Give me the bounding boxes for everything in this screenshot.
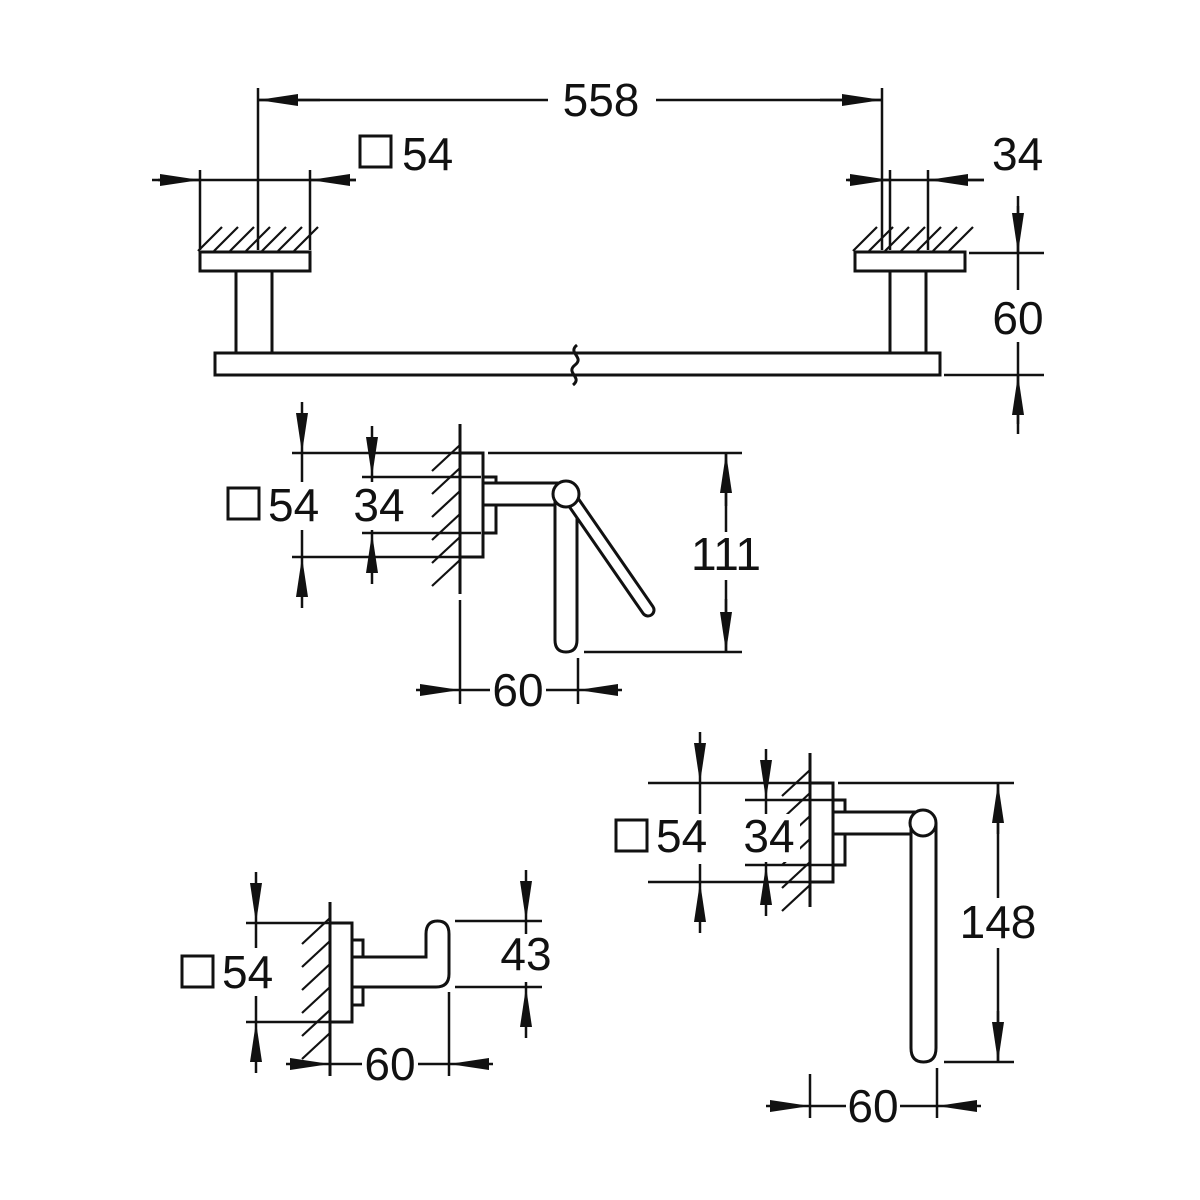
- towel-bar-view: 558 54 34 60: [152, 74, 1044, 434]
- wall-hatch: [301, 917, 331, 1060]
- paper-flap-fill: [567, 495, 653, 615]
- paper-holder-view: 54 34 111 60: [226, 402, 776, 716]
- dim-plate-54: 54: [226, 402, 460, 608]
- dim-label-paper-holder-height: 111: [691, 528, 761, 580]
- dim-height-111: 111: [488, 451, 776, 654]
- dim-558: 558: [256, 74, 884, 250]
- escutcheon-plate: [808, 781, 835, 884]
- pivot-circle: [908, 808, 938, 838]
- dim-label-robe-hook-plate: 54: [222, 946, 273, 998]
- break-mark: [570, 343, 580, 387]
- dim-label-towel-bar-length: 558: [563, 74, 640, 126]
- dim-label-robe-hook-projection: 60: [364, 1038, 415, 1090]
- towel-ring-view: 54 34 148 60: [614, 732, 1046, 1132]
- ring-loop-bar: [909, 823, 938, 1064]
- dim-label-towel-ring-height: 148: [960, 896, 1037, 948]
- mount-post-left: [234, 269, 274, 355]
- mount-plate-left: [198, 250, 312, 273]
- holder-arm: [481, 481, 560, 507]
- square-symbol-icon: [180, 954, 215, 989]
- dim-rose-34: 34: [738, 749, 833, 916]
- dim-projection-60: 60: [766, 1068, 981, 1132]
- dim-label-towel-ring-rose: 34: [743, 810, 794, 862]
- roll-holder-bar: [553, 494, 579, 654]
- dim-label-robe-hook-height: 43: [500, 928, 551, 980]
- dim-rose-34: 34: [846, 128, 1043, 250]
- dim-height-148: 148: [838, 781, 1046, 1064]
- square-symbol-icon: [614, 818, 649, 853]
- dim-label-towel-ring-projection: 60: [847, 1080, 898, 1132]
- dim-plate-54: 54: [152, 128, 453, 250]
- dim-label-towel-bar-plate: 54: [402, 128, 453, 180]
- escutcheon-plate: [328, 921, 354, 1024]
- dim-projection-60: 60: [416, 600, 622, 716]
- dim-label-towel-bar-drop: 60: [992, 292, 1043, 344]
- wall-hatch: [431, 444, 461, 587]
- wall-hatch-right: [852, 226, 974, 252]
- dim-drop-60: 60: [944, 196, 1044, 434]
- square-symbol-icon: [358, 134, 393, 169]
- dim-label-towel-ring-plate: 54: [656, 810, 707, 862]
- dim-label-paper-holder-plate: 54: [268, 479, 319, 531]
- dim-label-paper-holder-projection: 60: [492, 664, 543, 716]
- ring-arm: [831, 810, 917, 836]
- dim-projection-60: 60: [286, 992, 493, 1090]
- mount-post-right: [888, 269, 928, 355]
- mount-plate-right: [853, 250, 967, 273]
- dim-label-paper-holder-rose: 34: [353, 479, 404, 531]
- robe-hook-view: 54 43 60: [180, 870, 556, 1090]
- pivot-circle: [551, 479, 581, 509]
- dim-plate-54: 54: [180, 872, 330, 1073]
- dim-height-43: 43: [455, 870, 556, 1038]
- escutcheon-plate: [458, 451, 485, 559]
- hook-body: [350, 919, 451, 989]
- dim-rose-34: 34: [350, 426, 481, 584]
- dim-plate-54: 54: [614, 732, 810, 933]
- wall-hatch-left: [197, 226, 319, 252]
- dim-label-towel-bar-rose: 34: [992, 128, 1043, 180]
- square-symbol-icon: [226, 486, 261, 521]
